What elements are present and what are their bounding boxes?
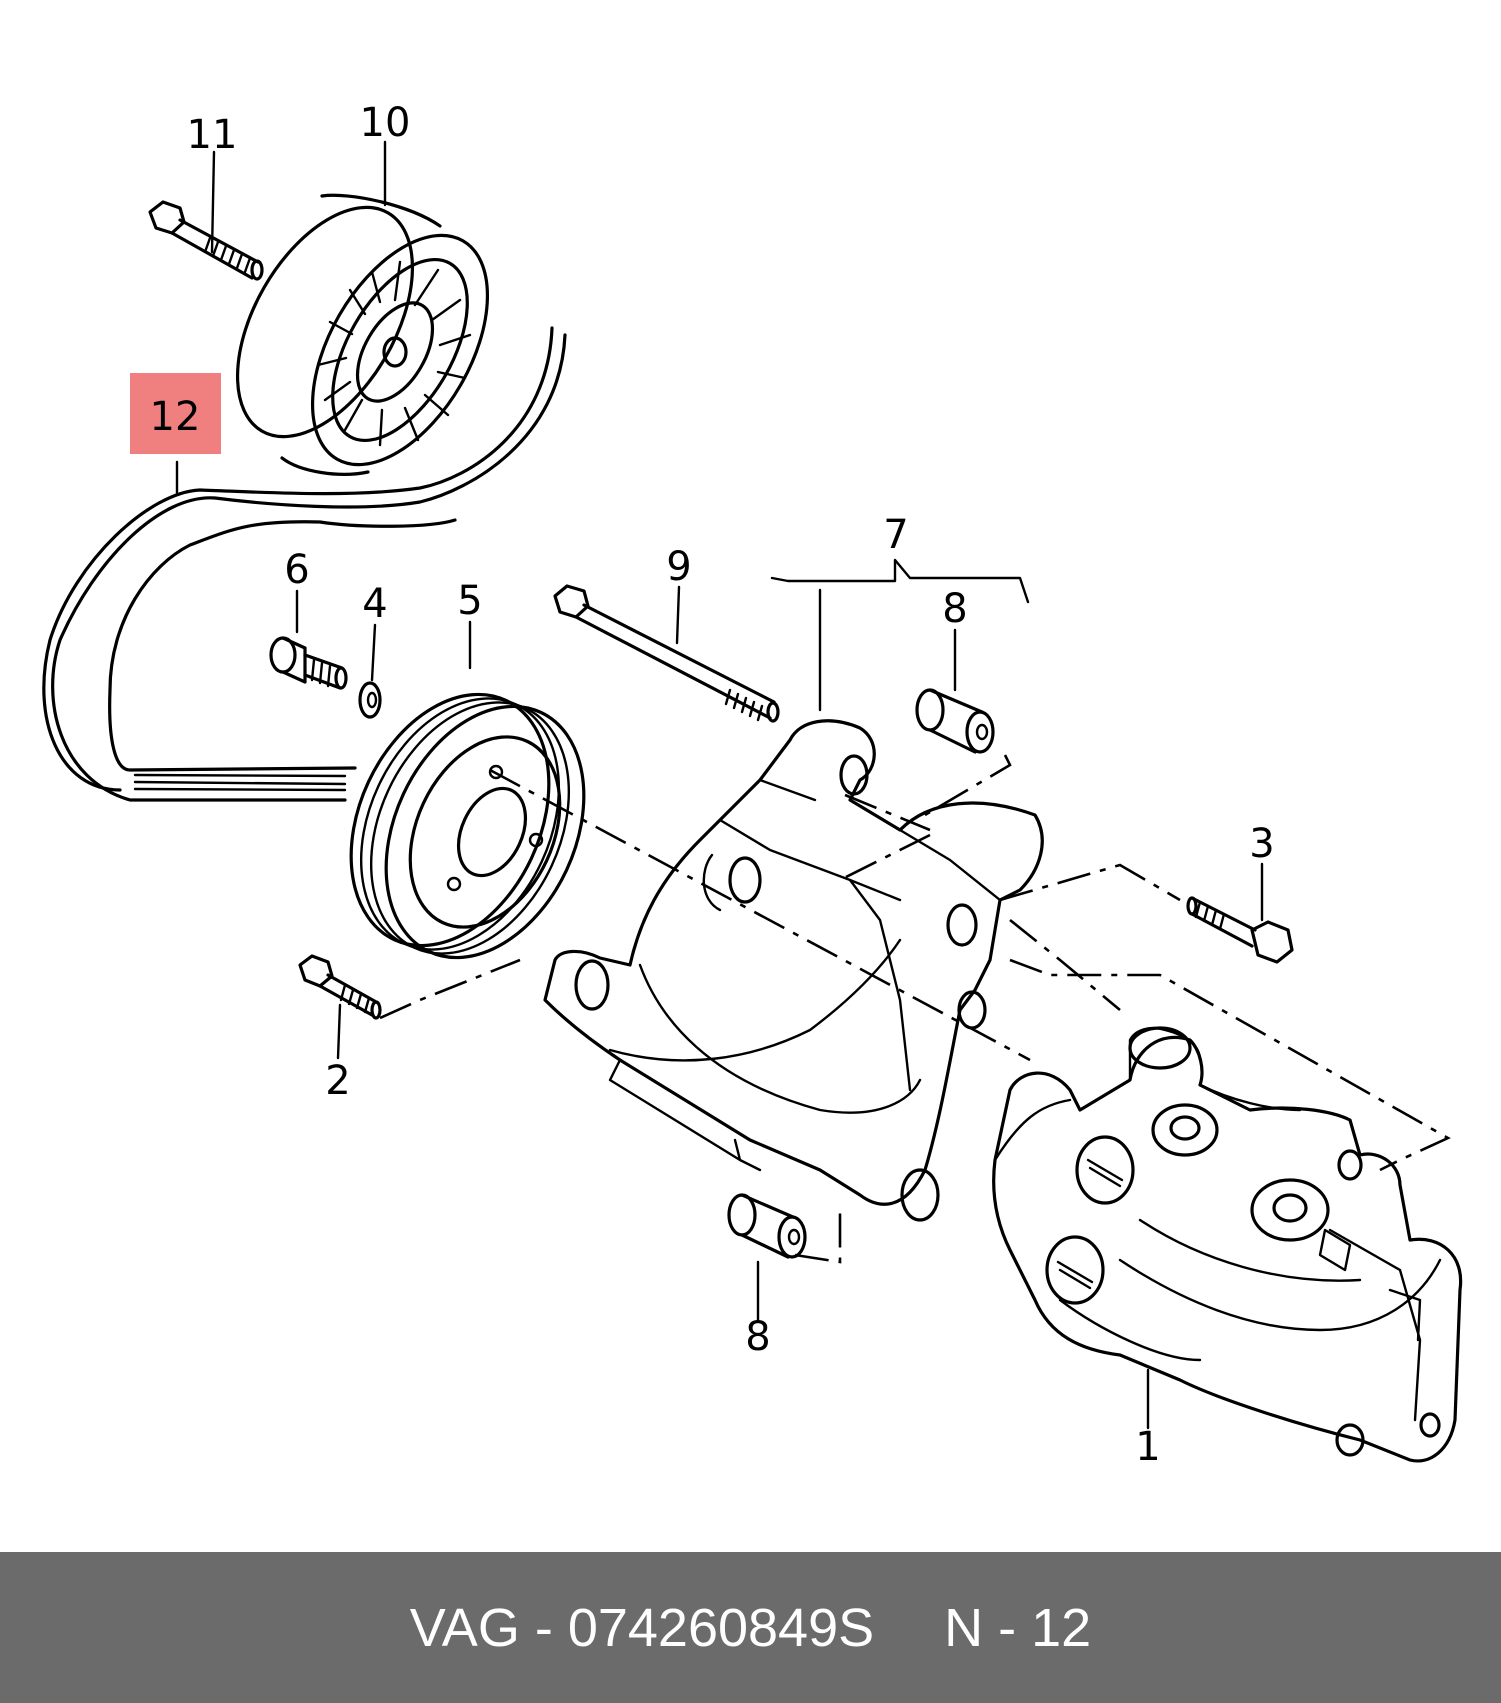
callout-8-top: 8 — [942, 586, 967, 632]
callout-highlight-12 — [130, 373, 221, 454]
callouts: 11 10 12 6 4 5 9 7 8 3 2 8 1 — [150, 100, 1275, 1470]
power-steering-pump-1 — [992, 1026, 1463, 1463]
bushing-8-top — [915, 688, 995, 754]
callout-7: 7 — [883, 512, 908, 558]
bolt-3 — [1186, 896, 1294, 964]
long-bolt-9 — [553, 584, 780, 723]
callout-2: 2 — [325, 1058, 350, 1104]
bracket-7 — [543, 719, 1044, 1222]
pump-pulley-5 — [349, 692, 586, 960]
callout-10: 10 — [360, 100, 411, 146]
bolt-11 — [148, 200, 264, 281]
callout-3: 3 — [1249, 821, 1274, 867]
callout-4: 4 — [362, 581, 387, 627]
ribbed-belt-12 — [42, 326, 567, 802]
parts-diagram: 11 10 12 6 4 5 9 7 8 3 2 8 1 — [42, 100, 1463, 1470]
callout-6: 6 — [284, 547, 309, 593]
callout-1: 1 — [1135, 1424, 1160, 1470]
callout-5: 5 — [457, 578, 482, 624]
tensioner-pulley-10 — [235, 193, 490, 476]
part-number: VAG - 074260849S — [409, 1597, 875, 1658]
callout-9: 9 — [666, 544, 691, 590]
leader-lines — [175, 140, 1264, 1430]
callout-12: 12 — [150, 394, 201, 440]
part-reference-bar: VAG - 074260849S N - 12 — [0, 1552, 1501, 1703]
bolt-2 — [298, 954, 382, 1020]
bolt-6 — [269, 636, 348, 690]
callout-8-bottom: 8 — [745, 1314, 770, 1360]
bushing-8-bottom — [727, 1193, 807, 1259]
position-number: N - 12 — [944, 1597, 1092, 1658]
assembly-lines — [379, 754, 1451, 1264]
washer-4 — [358, 681, 382, 719]
callout-11: 11 — [187, 112, 238, 158]
